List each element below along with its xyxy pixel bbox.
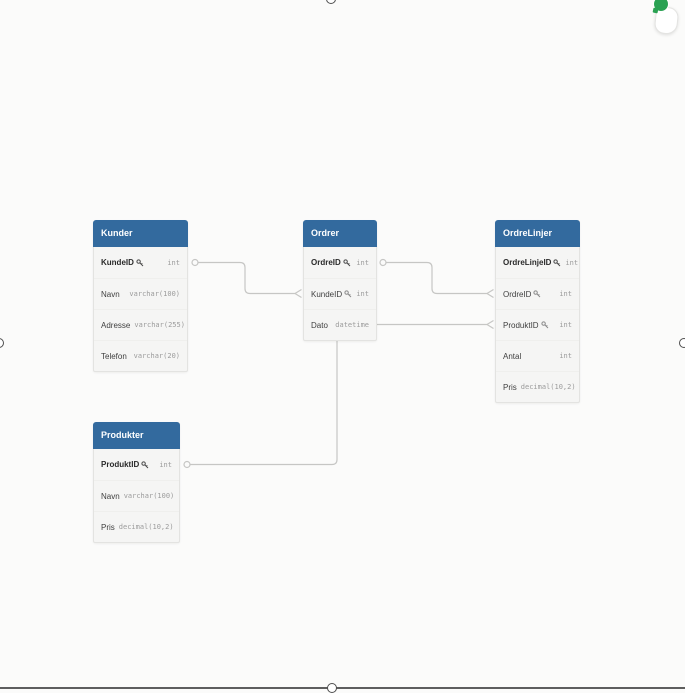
field-type: int [356, 258, 369, 267]
field-name: Telefon [101, 351, 127, 361]
foreign-key-icon [533, 290, 541, 298]
field-type: int [559, 321, 572, 329]
table-title[interactable]: Ordrer [303, 220, 377, 247]
field-row: ProduktID int [94, 449, 179, 480]
field-type: int [559, 352, 572, 360]
field-row: ProduktID int [496, 309, 579, 340]
field-name: Navn [101, 289, 120, 299]
primary-key-icon [136, 258, 144, 267]
primary-key-icon [343, 258, 351, 267]
field-type: decimal(10,2) [118, 523, 174, 531]
field-row: OrdreID int [304, 247, 376, 278]
table-title[interactable]: Produkter [93, 422, 180, 449]
collab-avatar-dot [653, 0, 669, 12]
relation-kunder-kundeid[interactable] [191, 258, 302, 299]
relation-produkter-produktid[interactable] [183, 319, 494, 469]
frame-bottom-edge [0, 687, 685, 689]
field-name: KundeID [311, 289, 343, 299]
field-name: Pris [101, 522, 115, 532]
field-type: varchar(100) [123, 492, 175, 500]
field-type: int [167, 258, 180, 267]
field-row: OrdreID int [496, 278, 579, 309]
selection-handle-right[interactable] [679, 338, 685, 348]
field-name: Navn [101, 491, 120, 501]
relation-ordrer-ordreid[interactable] [379, 258, 494, 299]
field-row: Telefon varchar(20) [94, 340, 187, 371]
field-name: ProduktID [101, 460, 140, 469]
primary-key-icon [553, 258, 561, 267]
field-type: int [356, 290, 369, 298]
foreign-key-icon [344, 290, 352, 298]
foreign-key-icon [540, 321, 549, 329]
field-row: Antal int [496, 340, 579, 371]
field-name: OrdreLinjeID [503, 258, 552, 267]
field-row: OrdreLinjeID int [496, 247, 579, 278]
field-name: KundeID [101, 258, 134, 267]
field-name: ProduktID [503, 320, 539, 330]
field-type: varchar(255) [134, 321, 185, 329]
field-name: OrdreID [503, 289, 532, 299]
field-type: decimal(10,2) [520, 383, 576, 391]
primary-key-icon [141, 460, 149, 469]
field-type: varchar(100) [129, 290, 180, 298]
field-name: OrdreID [311, 258, 341, 267]
field-type: datetime [335, 321, 369, 329]
field-type: int [565, 258, 579, 267]
field-type: int [159, 460, 172, 469]
field-name: Pris [503, 382, 517, 392]
field-row: KundeID int [304, 278, 376, 309]
field-row: KundeID int [94, 247, 187, 278]
field-row: Dato datetime [304, 309, 376, 340]
table-title[interactable]: OrdreLinjer [495, 220, 580, 247]
field-name: Adresse [101, 320, 131, 330]
field-row: Navn varchar(100) [94, 278, 187, 309]
field-name: Antal [503, 351, 522, 361]
table-title[interactable]: Kunder [93, 220, 188, 247]
field-type: varchar(20) [133, 352, 180, 360]
field-type: int [559, 290, 572, 298]
field-name: Dato [311, 320, 328, 330]
